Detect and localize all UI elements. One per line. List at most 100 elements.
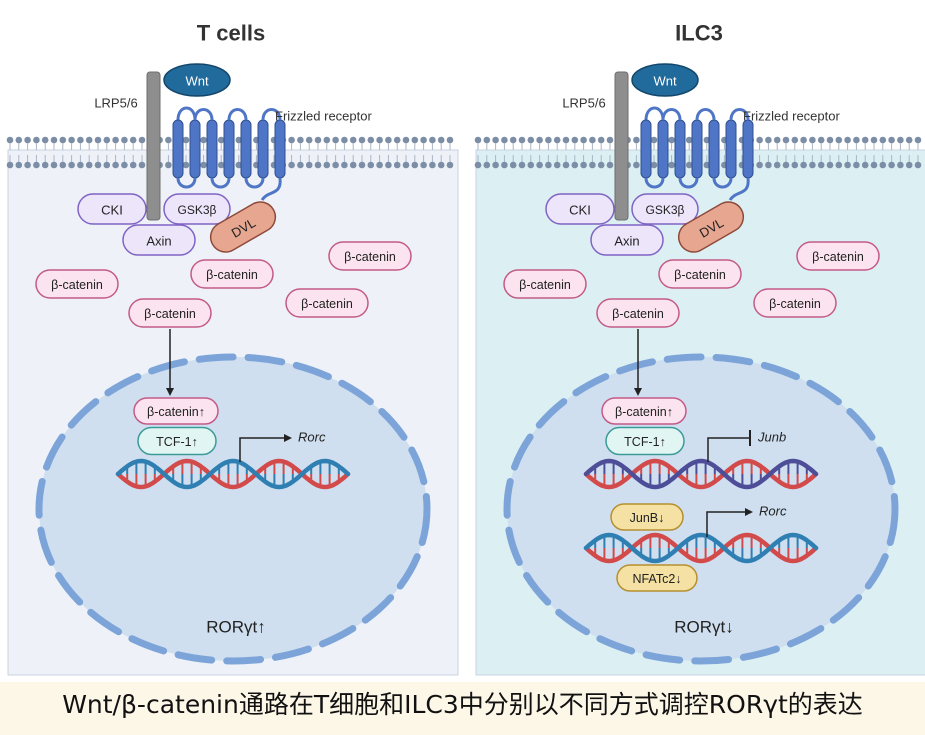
lipid-head <box>509 161 517 169</box>
beta-catenin-nuclear: β-catenin↑ <box>601 397 687 425</box>
cki-protein-shape <box>545 193 615 225</box>
beta-catenin-protein-shape <box>503 269 587 299</box>
rorgt-label: RORγt↑ <box>206 618 266 637</box>
nucleus <box>507 357 895 661</box>
frizzled-helix <box>240 119 252 179</box>
beta-catenin-protein: β-catenin <box>35 269 119 299</box>
lipid-head <box>897 136 904 144</box>
lrp-coreceptor <box>614 71 629 221</box>
beta-catenin-protein: β-catenin <box>796 241 880 271</box>
axin-protein-label: Axin <box>146 234 171 249</box>
nucleus <box>39 357 427 661</box>
lipid-head <box>914 136 922 144</box>
junb-protein-shape <box>610 503 684 531</box>
frizzled-loop <box>644 177 665 189</box>
lipid-head <box>897 161 904 169</box>
lipid-head <box>200 136 207 144</box>
lipid-head <box>349 136 357 144</box>
frizzled-loop <box>678 177 699 189</box>
lipid-head <box>756 161 763 169</box>
frizzled-helix <box>742 119 754 179</box>
lipid-head <box>50 136 58 144</box>
dna-helix-2 <box>583 532 819 564</box>
lipid-head <box>501 161 508 169</box>
lipid-head <box>580 136 587 144</box>
lrp-label: LRP5/6 <box>94 96 137 111</box>
lipid-head <box>527 161 535 169</box>
lipid-head <box>429 136 436 144</box>
lipid-head <box>297 161 304 169</box>
beta-catenin-nuclear-shape <box>601 397 687 425</box>
lipid-head <box>182 161 190 169</box>
lipid-head <box>597 161 605 169</box>
target-gene-2-label: Rorc <box>759 504 787 519</box>
frizzled-helix <box>640 119 652 179</box>
lipid-head <box>411 161 419 169</box>
beta-catenin-protein: β-catenin <box>753 288 837 318</box>
lipid-head <box>685 136 693 144</box>
frizzled-loop <box>227 108 248 121</box>
lipid-head <box>411 136 419 144</box>
lipid-head <box>129 136 137 144</box>
lipid-head <box>446 161 454 169</box>
lipid-head <box>835 136 843 144</box>
dna-helix <box>115 458 351 490</box>
lipid-head <box>165 136 172 144</box>
lipid-head <box>33 161 40 169</box>
lipid-head <box>536 161 543 169</box>
gsk3b-protein: GSK3β <box>163 193 231 225</box>
cki-protein: CKI <box>545 193 615 225</box>
lipid-head <box>112 136 119 144</box>
lipid-head <box>332 161 339 169</box>
lipid-head <box>756 136 763 144</box>
frizzled-loop <box>695 108 716 121</box>
beta-catenin-protein-label: β-catenin <box>51 278 103 292</box>
lipid-head <box>138 136 146 144</box>
target-gene-label: Rorc <box>298 430 326 445</box>
transcription-arrow-2 <box>706 508 753 537</box>
beta-catenin-protein-shape <box>658 259 742 289</box>
frizzled-helix <box>657 119 669 179</box>
frizzled-loop <box>661 108 682 121</box>
nuclear-envelope <box>503 353 899 665</box>
lipid-head <box>474 161 482 169</box>
gsk3b-protein-label: GSK3β <box>646 203 685 217</box>
beta-catenin-protein-label: β-catenin <box>674 268 726 282</box>
axin-protein-label: Axin <box>614 234 639 249</box>
lipid-head <box>6 136 14 144</box>
wnt-ligand <box>631 63 699 97</box>
lipid-head <box>509 136 517 144</box>
cki-protein-label: CKI <box>569 203 591 218</box>
beta-catenin-protein: β-catenin <box>128 298 212 328</box>
lipid-head <box>77 136 84 144</box>
lipid-head <box>437 161 445 169</box>
lipid-head <box>112 161 119 169</box>
wnt-ligand <box>163 63 231 97</box>
lipid-head <box>844 136 851 144</box>
lipid-head <box>77 161 84 169</box>
lipid-head <box>24 136 31 144</box>
lipid-head <box>68 161 75 169</box>
lipid-head <box>483 161 491 169</box>
lipid-head <box>536 136 543 144</box>
lipid-head <box>402 161 410 169</box>
lipid-head <box>826 161 834 169</box>
lipid-head <box>861 136 869 144</box>
gsk3b-protein-label: GSK3β <box>178 203 217 217</box>
frizzled-helix <box>189 119 201 179</box>
lipid-head <box>703 161 711 169</box>
lipid-head <box>589 136 596 144</box>
lipid-head <box>888 136 895 144</box>
lipid-head <box>376 136 383 144</box>
beta-catenin-protein-shape <box>596 298 680 328</box>
lipid-head <box>492 136 499 144</box>
lipid-head <box>791 136 799 144</box>
lipid-head <box>879 161 887 169</box>
frizzled-helix <box>206 119 218 179</box>
wnt-label: Wnt <box>653 74 677 89</box>
lipid-head <box>420 136 427 144</box>
lipid-head <box>393 161 401 169</box>
dna-helix <box>583 458 819 490</box>
lipid-head <box>870 136 878 144</box>
lipid-head <box>685 161 693 169</box>
